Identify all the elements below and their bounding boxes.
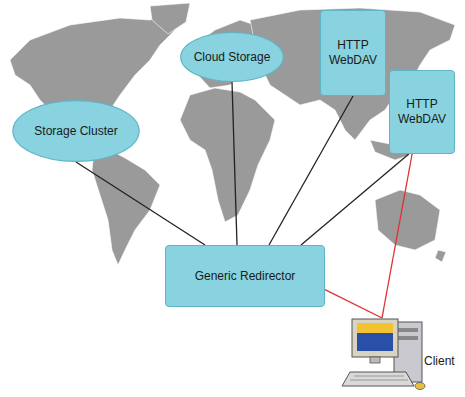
- node-label: HTTP WebDAV: [321, 38, 385, 68]
- client-computer: Client: [340, 318, 460, 394]
- client-label: Client: [424, 354, 455, 369]
- node-label: Generic Redirector: [195, 269, 296, 284]
- node-label: Storage Cluster: [34, 124, 117, 139]
- network-link: [382, 154, 412, 318]
- server-box: HTTP WebDAV: [389, 70, 455, 154]
- network-link: [325, 290, 382, 318]
- network-link: [76, 162, 205, 245]
- server-box: HTTP WebDAV: [320, 10, 386, 96]
- network-link: [301, 154, 409, 245]
- storage-ellipse: Storage Cluster: [12, 100, 140, 162]
- network-link: [232, 82, 237, 245]
- node-label: HTTP WebDAV: [390, 97, 454, 127]
- network-link: [269, 96, 353, 245]
- storage-ellipse: Cloud Storage: [180, 32, 284, 82]
- redirector-box: Generic Redirector: [165, 245, 325, 307]
- node-label: Cloud Storage: [194, 50, 271, 65]
